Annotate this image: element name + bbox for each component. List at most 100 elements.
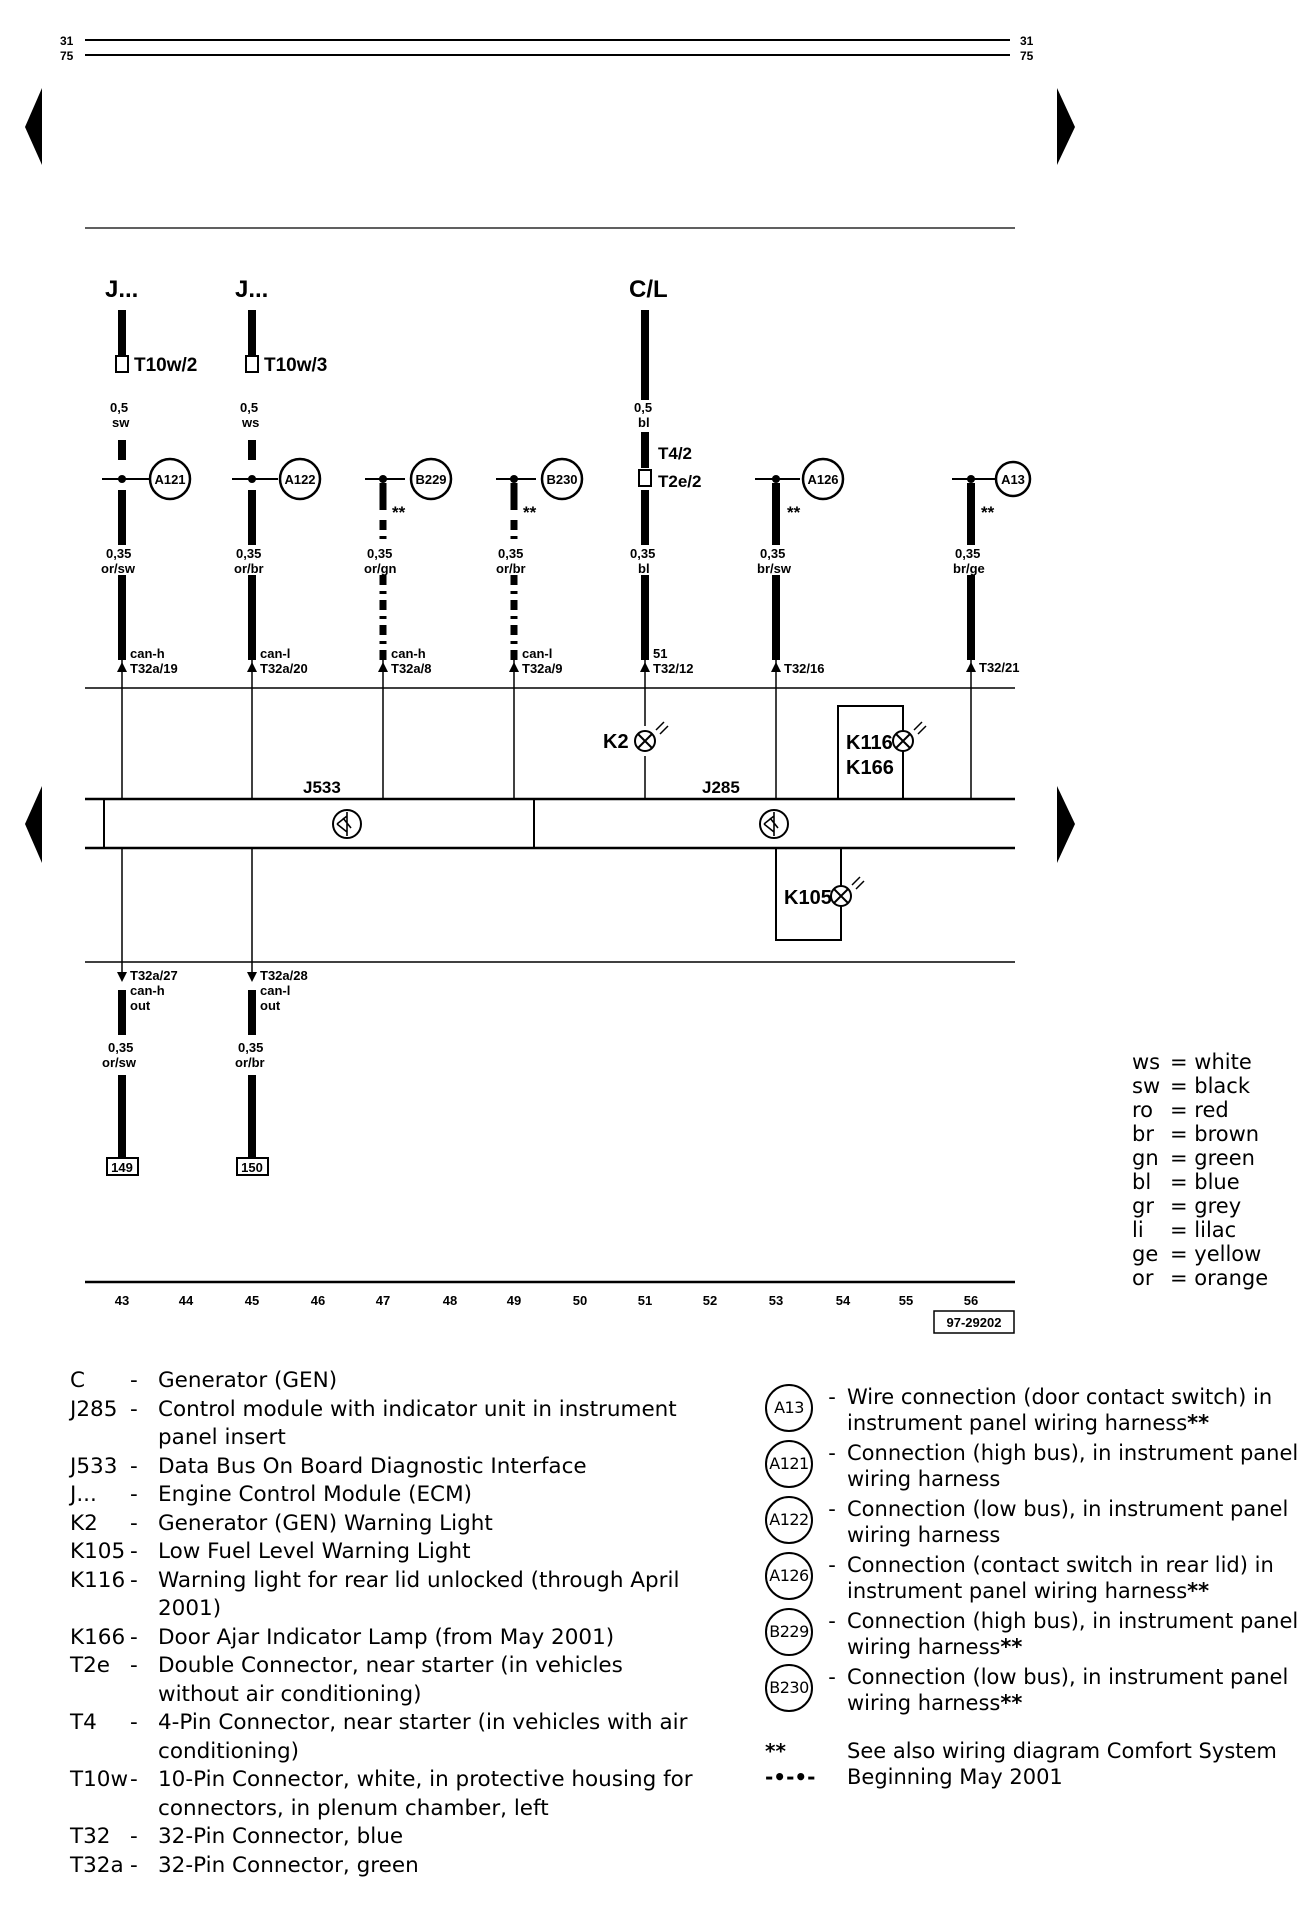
wire-size: 0,35 [106, 546, 131, 561]
legend-key: T10w [70, 1767, 129, 1792]
legend-dash: - [130, 1767, 138, 1792]
signal-label: can-h [130, 646, 165, 661]
wire-color: or/br [234, 561, 264, 576]
legend-dash: - [828, 1553, 836, 1577]
pin-label: T32/16 [784, 661, 824, 676]
legend-text: Double Connector, near starter (in vehic… [158, 1653, 623, 1707]
stars-mark: ** [523, 503, 537, 522]
color-name: = blue [1170, 1170, 1240, 1194]
legend-text: 4-Pin Connector, near starter (in vehicl… [158, 1710, 688, 1764]
svg-text:B229: B229 [415, 472, 446, 487]
color-name: = green [1170, 1146, 1255, 1170]
legend-text: Generator (GEN) Warning Light [158, 1510, 493, 1536]
svg-text:A121: A121 [154, 472, 185, 487]
pin-label: T32a/9 [522, 661, 562, 676]
legend-dash: - [130, 1396, 138, 1422]
wire-size: 0,35 [760, 546, 785, 561]
wire-size: 0,35 [367, 546, 392, 561]
component-k105: K105 [784, 887, 832, 909]
pin-label: T32a/27 [130, 968, 178, 983]
stars-mark: ** [1000, 1691, 1023, 1715]
legend-dash: - [828, 1665, 836, 1689]
ref-label: 150 [241, 1160, 263, 1175]
legend-text: 32-Pin Connector, blue [158, 1824, 404, 1849]
component-j533: J533 [303, 778, 341, 797]
legend-item: A13-Wire connection (door contact switch… [765, 1384, 1305, 1436]
connection-legend: A13-Wire connection (door contact switch… [765, 1384, 1305, 1790]
signal-label: 51 [653, 646, 667, 661]
note-symbol: -•-•- [765, 1765, 816, 1789]
component-j-b: J... [235, 276, 268, 303]
legend-text: Beginning May 2001 [847, 1765, 1063, 1789]
scale-number: 56 [964, 1293, 978, 1308]
color-code: ws [1132, 1050, 1161, 1074]
signal-label: can-h [130, 983, 165, 998]
connector-t10w3: T10w/3 [264, 355, 327, 376]
splice-symbol: A13 [765, 1384, 813, 1432]
component-c-l: C/L [629, 276, 668, 303]
pin-label: T32/12 [653, 661, 693, 676]
legend-item: C-Generator (GEN) [70, 1367, 710, 1396]
legend-text: Connection (low bus), in instrument pane… [847, 1665, 1289, 1715]
figure-code-box [933, 1310, 1015, 1334]
component-k2: K2 [603, 731, 629, 753]
signal-label: can-l [260, 646, 290, 661]
wire-color: ws [241, 415, 259, 430]
wire-size: 0,5 [634, 400, 652, 415]
legend-item: K116-Warning light for rear lid unlocked… [70, 1567, 710, 1624]
splice-symbol: B230 [765, 1664, 813, 1712]
wire-color: or/sw [101, 561, 136, 576]
legend-item: T2e-Double Connector, near starter (in v… [70, 1652, 710, 1709]
legend-item: B230-Connection (low bus), in instrument… [765, 1664, 1305, 1716]
splice-icon: B229 [765, 1608, 817, 1660]
component-box-k116-k166 [837, 705, 904, 800]
color-name: = white [1170, 1050, 1252, 1074]
splice-symbol: B229 [765, 1608, 813, 1656]
splice-icon: B230 [765, 1664, 817, 1716]
direction-label: out [260, 998, 281, 1013]
color-code: sw [1132, 1074, 1161, 1098]
splice-a122: A122 [278, 457, 322, 501]
legend-text: Control module with indicator unit in in… [158, 1396, 677, 1451]
scale-number: 49 [507, 1293, 521, 1308]
page-num-left-top: 31 [60, 34, 74, 48]
wire-size: 0,35 [236, 546, 261, 561]
color-name: = red [1170, 1098, 1229, 1122]
legend-text: Generator (GEN) [158, 1368, 338, 1393]
scale-number: 47 [376, 1293, 390, 1308]
stars-mark: ** [787, 503, 801, 522]
legend-key: K105 [70, 1539, 126, 1564]
legend-dash: - [130, 1567, 138, 1593]
color-name: = lilac [1170, 1218, 1237, 1242]
legend-key: J285 [70, 1396, 118, 1422]
connector-t4-2: T4/2 [658, 444, 692, 463]
arrow-right-icon [1057, 786, 1075, 863]
legend-key: C [70, 1368, 86, 1393]
wire-size: 0,35 [498, 546, 523, 561]
stars-mark: ** [1187, 1579, 1210, 1603]
color-key-row: ws = white [1132, 1050, 1268, 1074]
color-key-row: or= orange [1132, 1266, 1268, 1290]
scale-number: 44 [179, 1293, 194, 1308]
splice-b230: B230 [540, 457, 584, 501]
legend-key: T32 [70, 1824, 111, 1849]
legend-text: Data Bus On Board Diagnostic Interface [158, 1453, 587, 1479]
legend-item: B229-Connection (high bus), in instrumen… [765, 1608, 1305, 1660]
ref-label: 149 [111, 1160, 133, 1175]
legend-dash: - [130, 1453, 138, 1479]
color-key-row: sw= black [1132, 1074, 1268, 1098]
legend-key: K2 [70, 1510, 98, 1536]
splice-icon: A122 [765, 1496, 817, 1548]
splice-icon: A13 [765, 1384, 817, 1436]
legend-text: Connection (high bus), in instrument pan… [847, 1609, 1299, 1659]
signal-label: can-l [260, 983, 290, 998]
legend-item: K2-Generator (GEN) Warning Light [70, 1510, 710, 1539]
splice-a121: A121 [148, 457, 192, 501]
svg-text:B230: B230 [546, 472, 577, 487]
component-j285: J285 [702, 778, 740, 797]
legend-item: J...-Engine Control Module (ECM) [70, 1481, 710, 1510]
pin-label: T32a/20 [260, 661, 308, 676]
legend-note: **See also wiring diagram Comfort System [765, 1738, 1305, 1764]
scale-number: 51 [638, 1293, 652, 1308]
color-name: = grey [1170, 1194, 1242, 1218]
